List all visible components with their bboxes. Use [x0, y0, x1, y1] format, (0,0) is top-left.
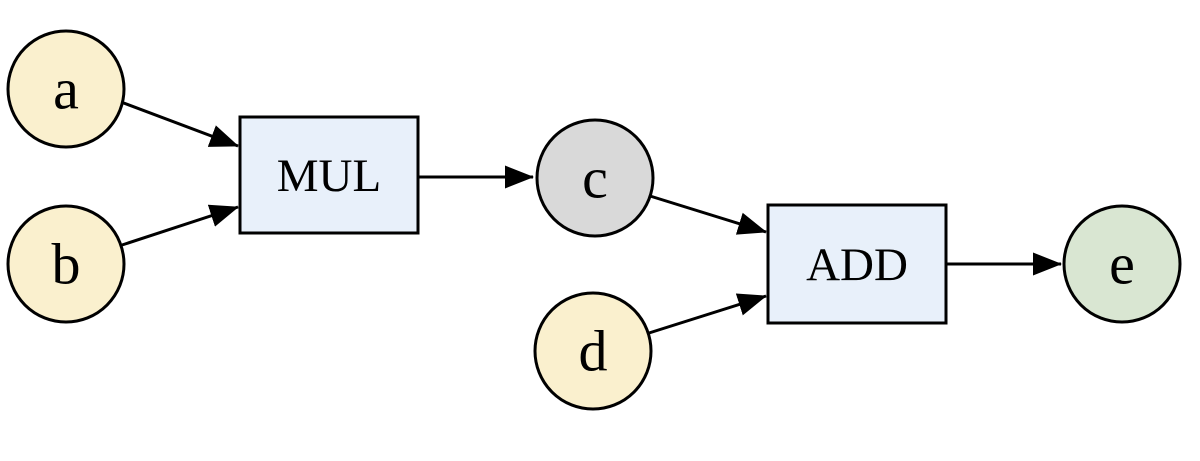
- d-circle-shape: [533, 291, 653, 411]
- node-b-label: b: [52, 232, 81, 297]
- node-a: a: [6, 29, 126, 149]
- node-c: c: [535, 118, 655, 238]
- edge-b-to-mul-arrow: [121, 204, 239, 247]
- node-add-label: ADD: [806, 239, 908, 291]
- node-b: b: [6, 204, 126, 324]
- node-d: d: [533, 291, 653, 411]
- b-circle-shape: [6, 204, 126, 324]
- node-d-label: d: [579, 319, 608, 384]
- add-rect-shape: [766, 203, 948, 325]
- a-circle-shape: [6, 29, 126, 149]
- edge-a-to-mul-arrow: [120, 100, 239, 148]
- node-add: ADD: [766, 203, 948, 325]
- edges-layer: [120, 100, 1062, 335]
- edge-d-to-add-arrow: [648, 293, 767, 335]
- node-mul-label: MUL: [277, 150, 381, 202]
- c-circle-shape: [535, 118, 655, 238]
- node-e-label: e: [1109, 232, 1135, 297]
- node-a-label: a: [53, 57, 79, 122]
- node-mul: MUL: [238, 115, 420, 235]
- mul-rect-shape: [238, 115, 420, 235]
- nodes-layer: a b MUL c d ADD e: [6, 29, 1182, 411]
- edge-c-to-add-arrow: [649, 194, 767, 235]
- node-e: e: [1062, 204, 1182, 324]
- e-circle-shape: [1062, 204, 1182, 324]
- node-c-label: c: [582, 146, 608, 211]
